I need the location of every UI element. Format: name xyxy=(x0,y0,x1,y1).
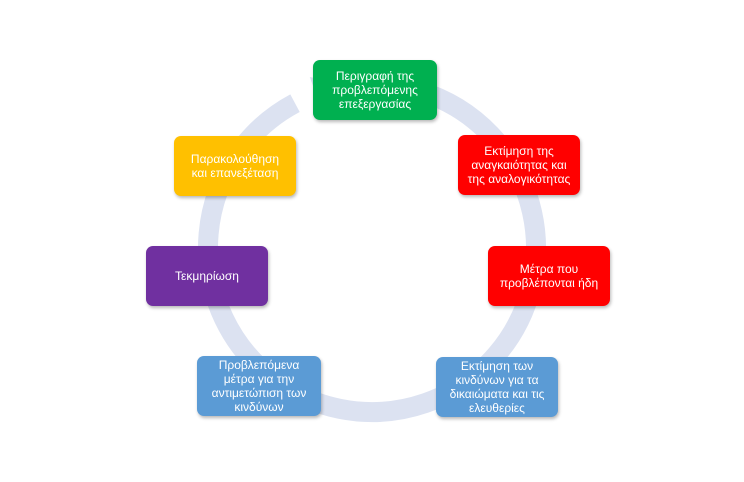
step-documentation: Τεκμηρίωση xyxy=(146,246,268,306)
step-processing-description: Περιγραφή της προβλεπόμενης επεξεργασίας xyxy=(313,60,437,120)
step-risk-mitigation-measures: Προβλεπόμενα μέτρα για την αντιμετώπιση … xyxy=(197,356,321,416)
step-label: Προβλεπόμενα μέτρα για την αντιμετώπιση … xyxy=(211,358,307,414)
step-label: Παρακολούθηση και επανεξέταση xyxy=(190,152,280,180)
cycle-ring-arc xyxy=(198,74,546,422)
step-label: Περιγραφή της προβλεπόμενης επεξεργασίας xyxy=(332,69,418,111)
step-label: Τεκμηρίωση xyxy=(175,269,239,283)
step-existing-measures: Μέτρα που προβλέπονται ήδη xyxy=(488,246,610,306)
step-label: Μέτρα που προβλέπονται ήδη xyxy=(499,262,599,290)
step-label: Εκτίμηση των κινδύνων για τα δικαιώματα … xyxy=(449,359,545,415)
step-necessity-assessment: Εκτίμηση της αναγκαιότητας και της αναλο… xyxy=(458,135,580,195)
step-risk-assessment: Εκτίμηση των κινδύνων για τα δικαιώματα … xyxy=(436,357,558,417)
step-label: Εκτίμηση της αναγκαιότητας και της αναλο… xyxy=(467,144,571,186)
step-monitoring-review: Παρακολούθηση και επανεξέταση xyxy=(174,136,296,196)
